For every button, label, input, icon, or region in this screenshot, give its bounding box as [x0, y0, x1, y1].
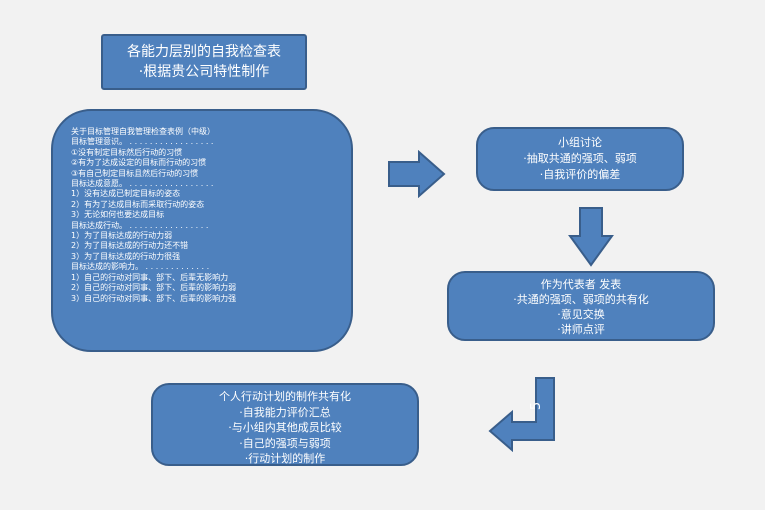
- bent-arrow-icon: 5: [488, 377, 555, 452]
- checklist-line: ②有为了达成设定的目标而行动的习惯: [71, 158, 207, 168]
- checklist-line: 1）为了目标达成的行动力弱: [71, 231, 173, 241]
- plan-line-2: ·自我能力评价汇总: [239, 405, 331, 419]
- rep-line-3: ·意见交换: [557, 308, 605, 321]
- checklist-line: 目标达成意愿。 . . . . . . . . . . . . . . . . …: [71, 179, 214, 189]
- title-line-1: 各能力层别的自我检查表: [127, 44, 281, 60]
- rep-line-1: 作为代表者 发表: [540, 278, 622, 291]
- checklist-line: 1）没有达成已制定目标的姿态: [71, 189, 181, 199]
- checklist-line: 目标达成行动。 . . . . . . . . . . . . . . . .: [71, 220, 209, 230]
- checklist-line: 3）无论如何也要达成目标: [71, 210, 165, 220]
- plan-line-3: ·与小组内其他成员比较: [228, 421, 342, 434]
- checklist-line: 目标管理意识。 . . . . . . . . . . . . . . . . …: [71, 137, 214, 147]
- checklist-line: 3）为了目标达成的行动力很强: [71, 251, 181, 261]
- group-discussion-box: 小组讨论 ·抽取共通的强项、弱项 ·自我评价的偏差: [476, 127, 684, 191]
- checklist-line: 1）自己的行动对同事、部下、后辈无影响力: [71, 272, 229, 282]
- plan-line-5: ·行动计划的制作: [244, 452, 326, 465]
- right-arrow-icon: [388, 150, 446, 198]
- checklist-line: 目标达成的影响力。 . . . . . . . . . . . . .: [71, 262, 210, 272]
- group-line-2: ·抽取共通的强项、弱项: [523, 152, 637, 165]
- plan-line-1: 个人行动计划的制作共有化: [219, 390, 351, 403]
- group-line-3: ·自我评价的偏差: [539, 168, 621, 181]
- presentation-box: 作为代表者 发表 ·共通的强项、弱项的共有化 ·意见交换 ·讲师点评: [447, 271, 715, 341]
- checklist-line: ③有自己制定目标且然后行动的习惯: [71, 168, 199, 178]
- down-arrow-icon: [568, 207, 614, 267]
- checklist-line: 2）为了目标达成的行动力还不错: [71, 241, 189, 251]
- checklist-line: 2）有为了达成目标而采取行动的姿态: [71, 199, 205, 209]
- step-number: 5: [529, 402, 544, 410]
- rep-line-2: ·共通的强项、弱项的共有化: [513, 293, 649, 306]
- checklist-line: 2）自己的行动对同事、部下、后辈的影响力弱: [71, 283, 237, 293]
- rep-line-4: ·讲师点评: [557, 323, 605, 336]
- title-box: 各能力层别的自我检查表 ·根据贵公司特性制作: [101, 34, 307, 90]
- title-line-2: ·根据贵公司特性制作: [138, 64, 270, 80]
- checklist-line: ①没有制定目标然后行动的习惯: [71, 147, 183, 157]
- checklist-line: 3）自己的行动对同事、部下、后辈的影响力强: [71, 293, 237, 303]
- action-plan-box: 个人行动计划的制作共有化 ·自我能力评价汇总 ·与小组内其他成员比较 ·自己的强…: [151, 383, 419, 466]
- checklist-line: 关于目标管理自我管理检查表例（中级）: [71, 127, 215, 136]
- checklist-box: 关于目标管理自我管理检查表例（中级） 目标管理意识。 . . . . . . .…: [51, 109, 353, 352]
- plan-line-4: ·自己的强项与弱项: [239, 436, 331, 450]
- group-line-1: 小组讨论: [558, 136, 602, 149]
